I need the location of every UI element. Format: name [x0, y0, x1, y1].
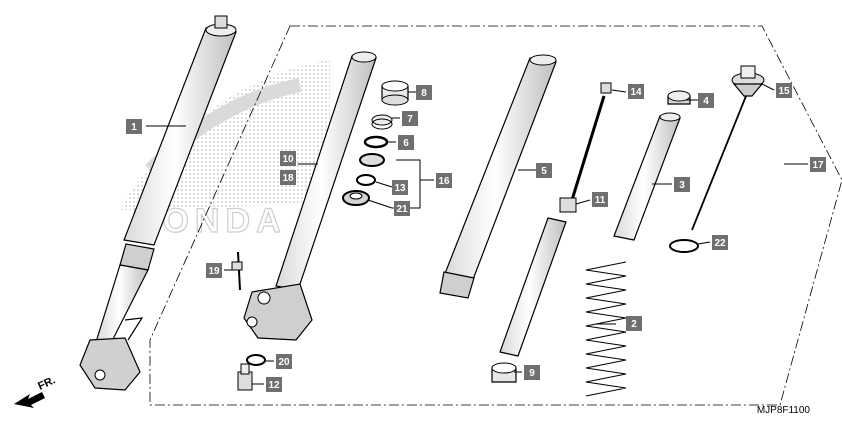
callout-18: 18 — [280, 170, 296, 185]
callout-21: 21 — [394, 201, 410, 216]
callout-5: 5 — [536, 163, 552, 178]
callout-13: 13 — [392, 180, 408, 195]
exploded-view-frame — [149, 25, 842, 406]
oil-seal-part-16 — [359, 153, 385, 167]
callout-12: 12 — [266, 377, 282, 392]
nut-part-14 — [600, 82, 612, 94]
fork-assembly-part-1 — [79, 15, 237, 391]
callout-label: 8 — [421, 88, 427, 99]
callout-label: 10 — [282, 154, 294, 165]
callout-label: 20 — [278, 357, 290, 368]
damper-rod-part-11 — [499, 95, 606, 357]
back-up-ring-part-7 — [371, 114, 393, 130]
callout-label: 22 — [714, 238, 726, 249]
spring-part-2 — [585, 261, 627, 397]
callout-19: 19 — [206, 263, 222, 278]
callout-1: 1 — [126, 119, 142, 134]
callout-label: 5 — [541, 166, 547, 177]
callout-4: 4 — [698, 93, 714, 108]
callout-8: 8 — [416, 85, 432, 100]
callout-label: 17 — [812, 160, 824, 171]
callout-label: 4 — [703, 96, 709, 107]
callout-16: 16 — [436, 173, 452, 188]
callout-label: 14 — [630, 87, 642, 98]
callout-label: 12 — [268, 380, 280, 391]
drain-bolt-part-12 — [237, 363, 253, 391]
callout-label: 19 — [208, 266, 220, 277]
slide-bushing-part-8 — [381, 80, 409, 106]
callout-label: 15 — [778, 86, 790, 97]
fork-tube-part-5 — [439, 54, 557, 299]
bushing-part-9 — [491, 362, 517, 383]
diagram-code: MJP8F1100 — [757, 405, 811, 416]
spring-collar-part-3 — [613, 112, 681, 241]
o-ring-part-22 — [669, 239, 699, 253]
callout-11: 11 — [592, 192, 608, 207]
callout-label: 21 — [396, 204, 408, 215]
callout-7: 7 — [402, 111, 418, 126]
fork-bolt-part-15 — [691, 65, 765, 231]
dust-seal-part-21 — [342, 190, 370, 206]
callout-label: 2 — [631, 319, 637, 330]
callout-label: 18 — [282, 173, 294, 184]
callout-label: 11 — [595, 195, 606, 206]
callout-6: 6 — [398, 135, 414, 150]
callout-label: 3 — [679, 180, 685, 191]
washer-part-20 — [246, 354, 266, 366]
cap-part-4 — [667, 90, 691, 105]
callout-label: 13 — [394, 183, 406, 194]
callout-label: 6 — [403, 138, 409, 149]
outer-tube-part-10 — [243, 51, 377, 341]
callout-15: 15 — [776, 83, 792, 98]
callout-10: 10 — [280, 151, 296, 166]
callout-2: 2 — [626, 316, 642, 331]
direction-label: FR. — [36, 374, 57, 392]
callout-17: 17 — [810, 157, 826, 172]
callout-label: 9 — [529, 368, 535, 379]
ring-part-6 — [363, 135, 389, 149]
callout-20: 20 — [276, 354, 292, 369]
callout-label: 1 — [131, 122, 137, 133]
callout-3: 3 — [674, 177, 690, 192]
callout-label: 7 — [407, 114, 413, 125]
bolt-part-19 — [231, 251, 243, 291]
callout-22: 22 — [712, 235, 728, 250]
front-arrow-icon — [14, 392, 45, 408]
callout-14: 14 — [628, 84, 644, 99]
front-direction-indicator: FR. — [14, 374, 57, 408]
callout-label: 16 — [438, 176, 450, 187]
stopper-ring-part-13 — [356, 174, 376, 186]
callout-9: 9 — [524, 365, 540, 380]
